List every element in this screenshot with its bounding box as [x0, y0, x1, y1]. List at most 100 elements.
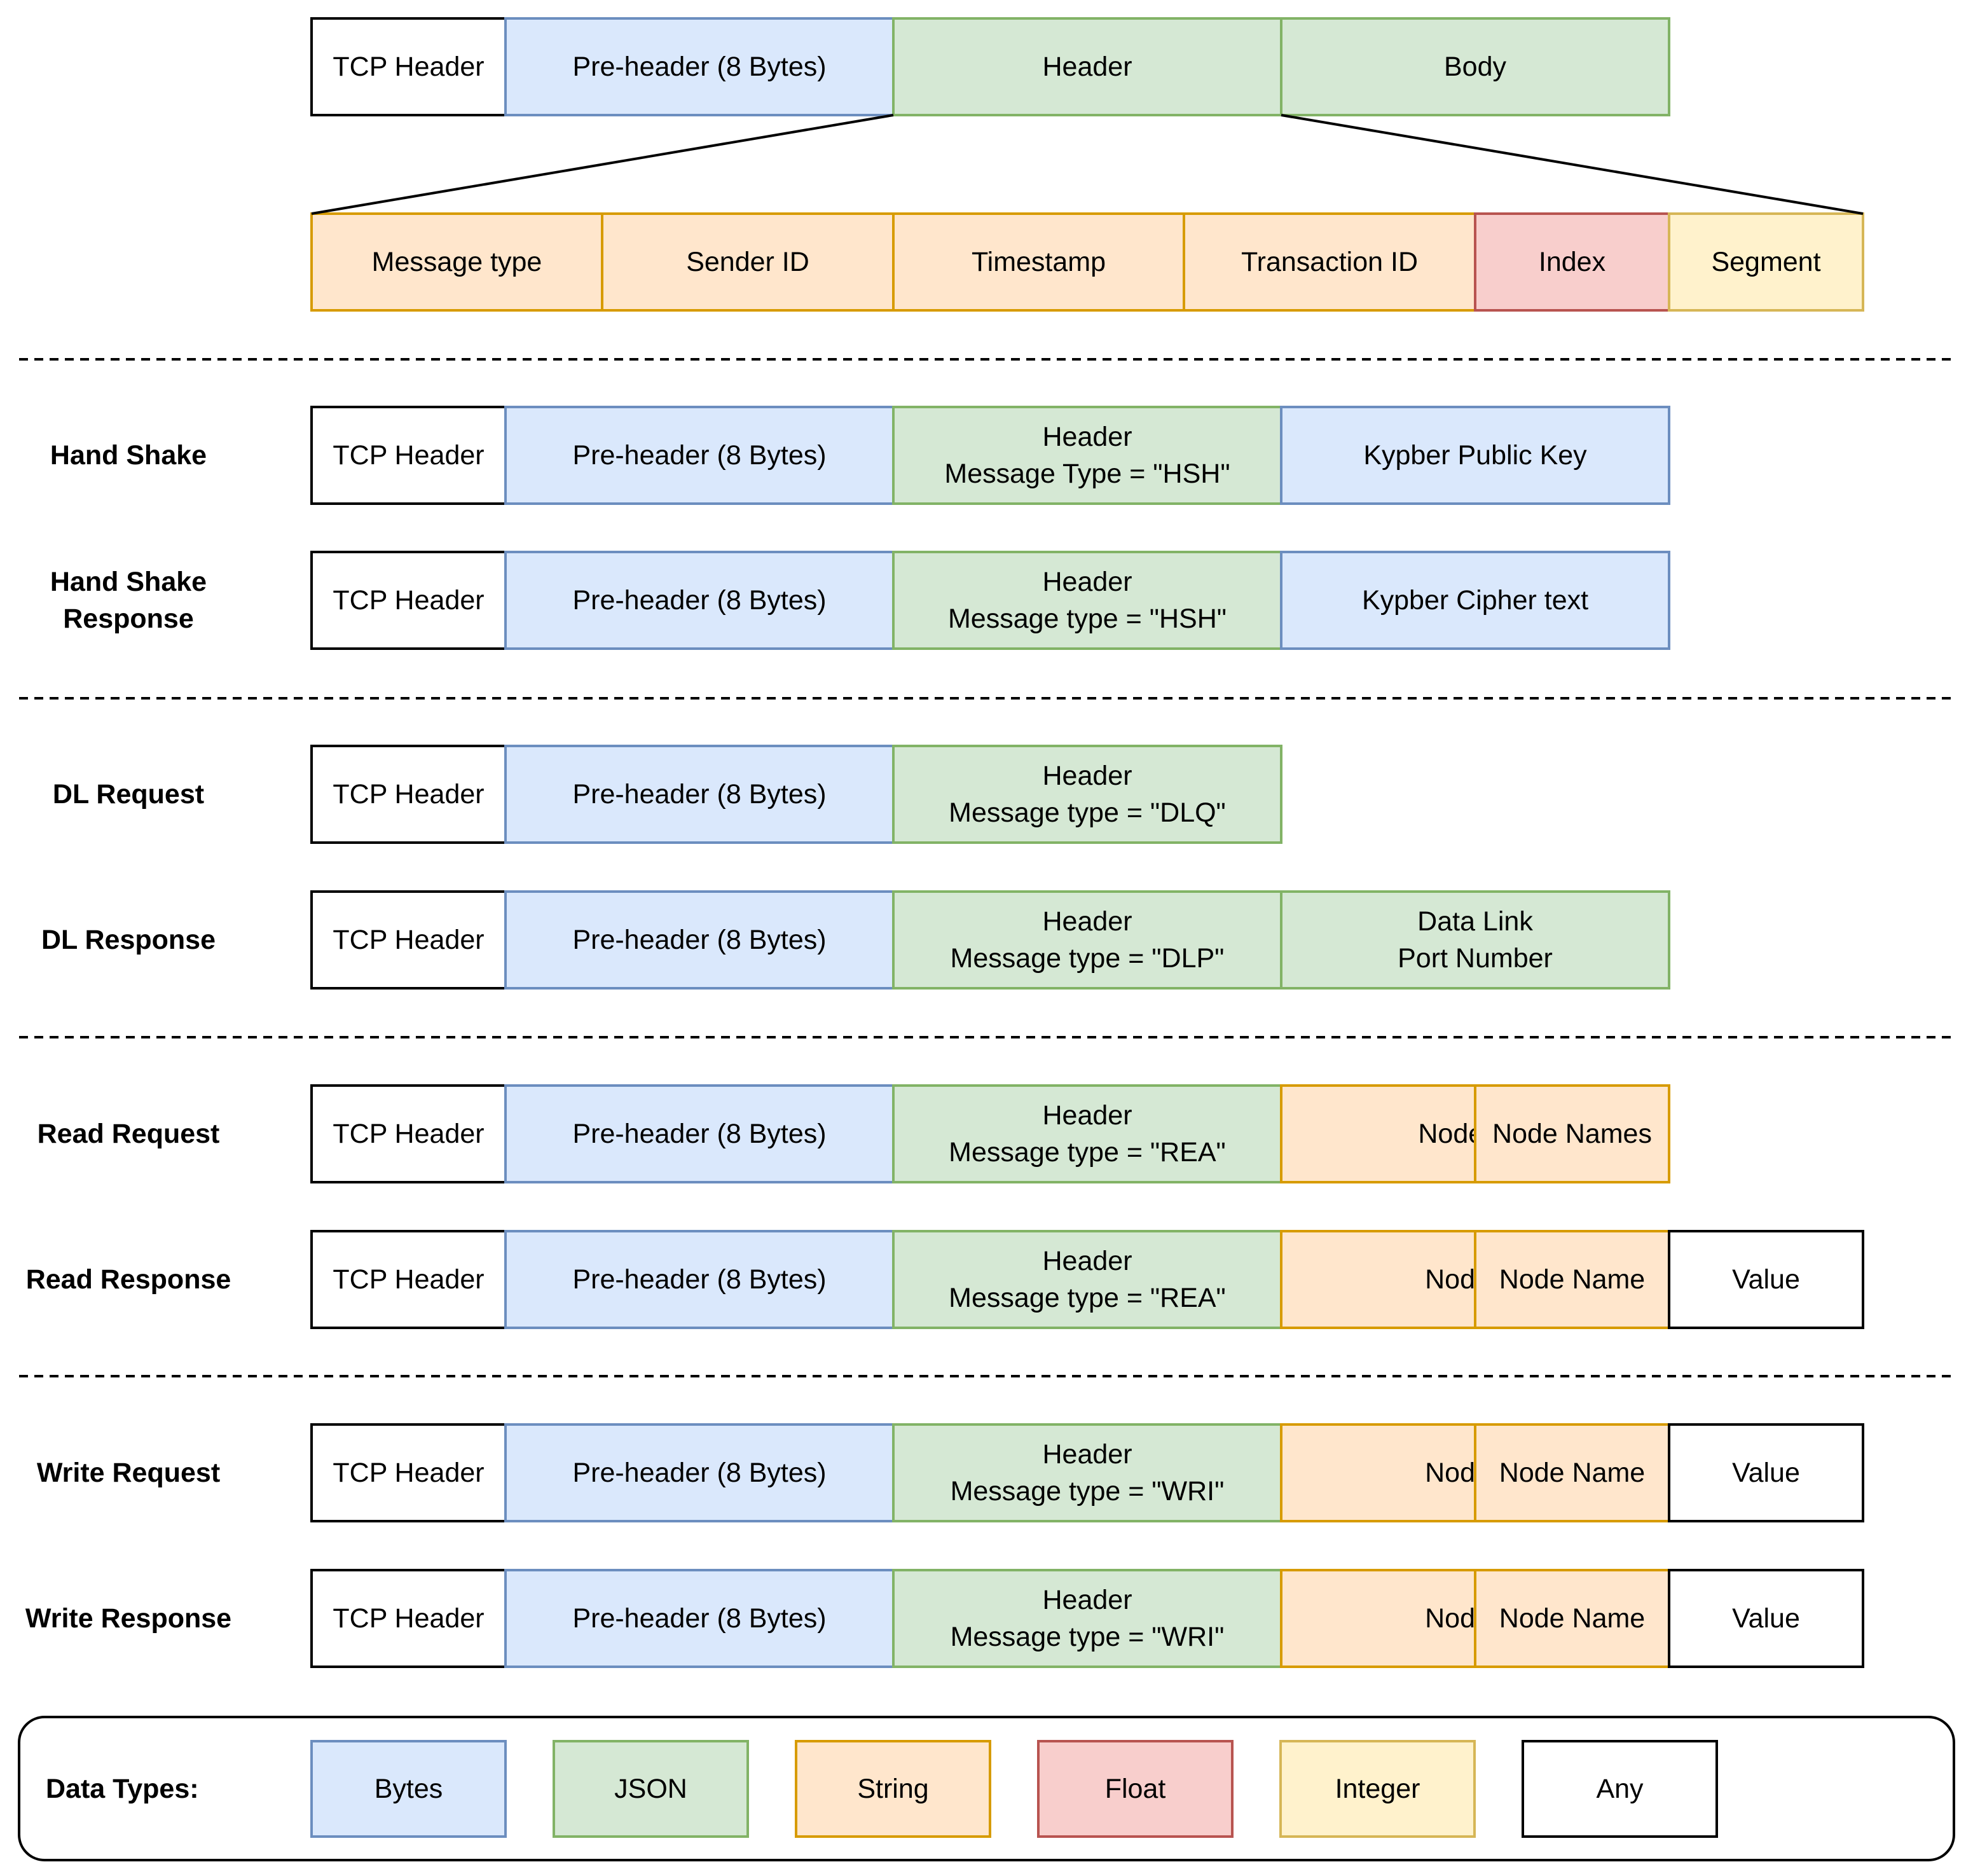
field-tcp-header-box: [310, 1569, 507, 1668]
field-tcp-header-text: TCP Header: [333, 585, 484, 616]
field-pre-header-8-bytes-text: Pre-header (8 Bytes): [572, 585, 826, 616]
field-pre-header-8-bytes: Pre-header (8 Bytes): [504, 1423, 895, 1522]
legend-integer: Integer: [1279, 1740, 1476, 1838]
field-node-name-text: Node Name: [1499, 1264, 1645, 1295]
row-label: DL Response: [41, 925, 216, 955]
field-pre-header-8-bytes-box: [504, 1423, 895, 1522]
legend-any-swatch: [1522, 1740, 1718, 1838]
field-header: Header: [892, 17, 1282, 116]
field-pre-header-8-bytes-text: Pre-header (8 Bytes): [572, 1119, 826, 1149]
legend-float: Float: [1037, 1740, 1234, 1838]
field-tcp-header-text: TCP Header: [333, 1119, 484, 1149]
field-node-names-text: Node Names: [1492, 1119, 1652, 1149]
field-tcp-header: TCP Header: [310, 551, 507, 650]
field-node-name-box: [1474, 1423, 1670, 1522]
field-header-text: Header: [1042, 567, 1132, 597]
message-row-dl-request: DL Request TCP Header Pre-header (8 Bytes)…: [53, 745, 1282, 844]
field-tcp-header-box: [310, 1084, 507, 1183]
row-label: DL Request: [53, 779, 204, 810]
field-index-text: Index: [1539, 247, 1606, 277]
field-pre-header-8-bytes-text: Pre-header (8 Bytes): [572, 1458, 826, 1488]
legend-float-label: Float: [1105, 1774, 1166, 1804]
section-separators: [19, 358, 1954, 1377]
row-label-text: Response: [63, 603, 194, 634]
legend-json-swatch: [553, 1740, 749, 1838]
field-header-text: Header: [1042, 1100, 1132, 1131]
field-body-text: Body: [1444, 52, 1507, 82]
zoom-line-left: [311, 114, 894, 215]
field-tcp-header-box: [310, 1423, 507, 1522]
field-pre-header-8-bytes-text: Pre-header (8 Bytes): [572, 925, 826, 955]
field-tcp-header-text: TCP Header: [333, 779, 484, 810]
field-header-text: Header: [1042, 1585, 1132, 1615]
field-body-box: [1280, 17, 1670, 116]
field-sender-id-box: [601, 212, 895, 312]
field-pre-header-8-bytes-box: [504, 1084, 895, 1183]
field-pre-header-8-bytes-box: [504, 17, 895, 116]
field-node-name: Node Name: [1474, 1569, 1670, 1668]
legend-integer-swatch: [1279, 1740, 1476, 1838]
field-pre-header-8-bytes: Pre-header (8 Bytes): [504, 1569, 895, 1668]
field-value: Value: [1668, 1230, 1864, 1329]
field-header-box: [892, 406, 1282, 505]
field-value: Value: [1668, 1569, 1864, 1668]
field-sender-id-text: Sender ID: [686, 247, 809, 277]
field-segment-box: [1668, 212, 1864, 312]
field-header-text: Header: [1042, 1439, 1132, 1470]
field-kypber-cipher-text-text: Kypber Cipher text: [1362, 585, 1588, 616]
row-label-text: Read Response: [26, 1264, 231, 1295]
field-value-box: [1668, 1569, 1864, 1668]
field-tcp-header-text: TCP Header: [333, 925, 484, 955]
field-timestamp: Timestamp: [892, 212, 1185, 312]
field-pre-header-8-bytes: Pre-header (8 Bytes): [504, 1084, 895, 1183]
field-node-name-text: Node Name: [1499, 1603, 1645, 1634]
legend-integer-label: Integer: [1335, 1774, 1420, 1804]
row-label: Write Request: [37, 1458, 220, 1488]
field-segment: Segment: [1668, 212, 1864, 312]
field-header-box: [892, 551, 1282, 650]
field-tcp-header-box: [310, 551, 507, 650]
field-pre-header-8-bytes-box: [504, 551, 895, 650]
field-tcp-header-box: [310, 745, 507, 844]
field-tcp-header-text: TCP Header: [333, 52, 484, 82]
row-label-text: Hand Shake: [50, 567, 207, 597]
field-header-text: Message type = "HSH": [948, 603, 1227, 634]
field-node-name-box: [1474, 1230, 1670, 1329]
field-index: Index: [1474, 212, 1670, 312]
field-value-text: Value: [1732, 1603, 1800, 1634]
field-header-box: [892, 890, 1282, 990]
field-header-text: Message type = "REA": [949, 1283, 1226, 1313]
legend-bytes: Bytes: [310, 1740, 507, 1838]
field-header-text: Message type = "DLP": [951, 943, 1225, 974]
row-label-text: DL Response: [41, 925, 216, 955]
field-data-link-text: Port Number: [1398, 943, 1553, 974]
field-header-box: [892, 1423, 1282, 1522]
field-value-box: [1668, 1423, 1864, 1522]
field-tcp-header: TCP Header: [310, 17, 507, 116]
field-pre-header-8-bytes: Pre-header (8 Bytes): [504, 890, 895, 990]
field-header-text: Header: [1042, 1246, 1132, 1276]
field-pre-header-8-bytes: Pre-header (8 Bytes): [504, 745, 895, 844]
message-row-dl-response: DL Response TCP Header Pre-header (8 Bytes…: [41, 890, 1670, 990]
field-transaction-id-text: Transaction ID: [1241, 247, 1418, 277]
field-timestamp-text: Timestamp: [972, 247, 1106, 277]
legend-title: Data Types:: [46, 1774, 199, 1804]
field-tcp-header: TCP Header: [310, 406, 507, 505]
field-message-type-box: [310, 212, 603, 312]
legend-any-label: Any: [1596, 1774, 1644, 1804]
legend-json: JSON: [553, 1740, 749, 1838]
field-transaction-id-box: [1183, 212, 1476, 312]
legend-string: String: [795, 1740, 991, 1838]
field-header-text: Message Type = "HSH": [944, 459, 1230, 489]
row-label: Hand Shake: [50, 440, 207, 471]
field-pre-header-8-bytes: Pre-header (8 Bytes): [504, 551, 895, 650]
field-node-names-box: [1474, 1084, 1670, 1183]
